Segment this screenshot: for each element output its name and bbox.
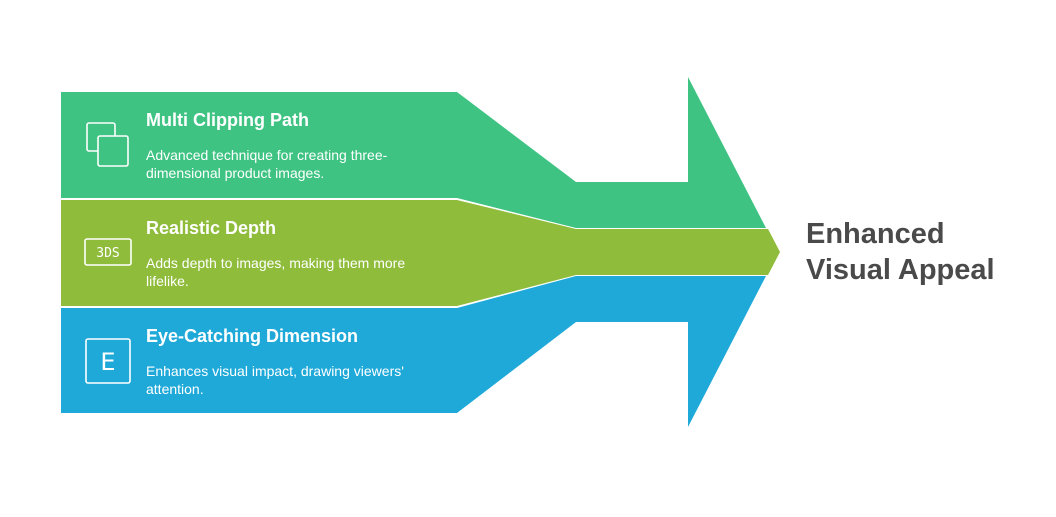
band-multi-clipping-path — [61, 77, 766, 228]
band-description-eye-catching-dimension: Enhances visual impact, drawing viewers'… — [146, 363, 404, 397]
letter-e-box-text: E — [100, 348, 115, 376]
3ds-badge-icon: 3DS — [84, 226, 132, 274]
band-title-multi-clipping-path: Multi Clipping Path — [146, 110, 309, 130]
outcome-line-1: Enhanced — [806, 218, 945, 250]
letter-e-box-icon: E — [84, 337, 132, 385]
outcome-label: Enhanced Visual Appeal — [806, 216, 1046, 288]
band-description-multi-clipping-path: Advanced technique for creating three-di… — [146, 147, 388, 181]
band-title-eye-catching-dimension: Eye-Catching Dimension — [146, 326, 359, 346]
band-title-realistic-depth: Realistic Depth — [146, 218, 277, 238]
outcome-line-2: Visual Appeal — [806, 254, 995, 286]
band-realistic-depth — [61, 200, 780, 306]
band-eye-catching-dimension — [61, 276, 766, 427]
band-description-realistic-depth: Adds depth to images, making them more l… — [146, 255, 406, 289]
3ds-badge-text: 3DS — [96, 246, 119, 261]
overlapping-squares-icon — [86, 122, 129, 167]
